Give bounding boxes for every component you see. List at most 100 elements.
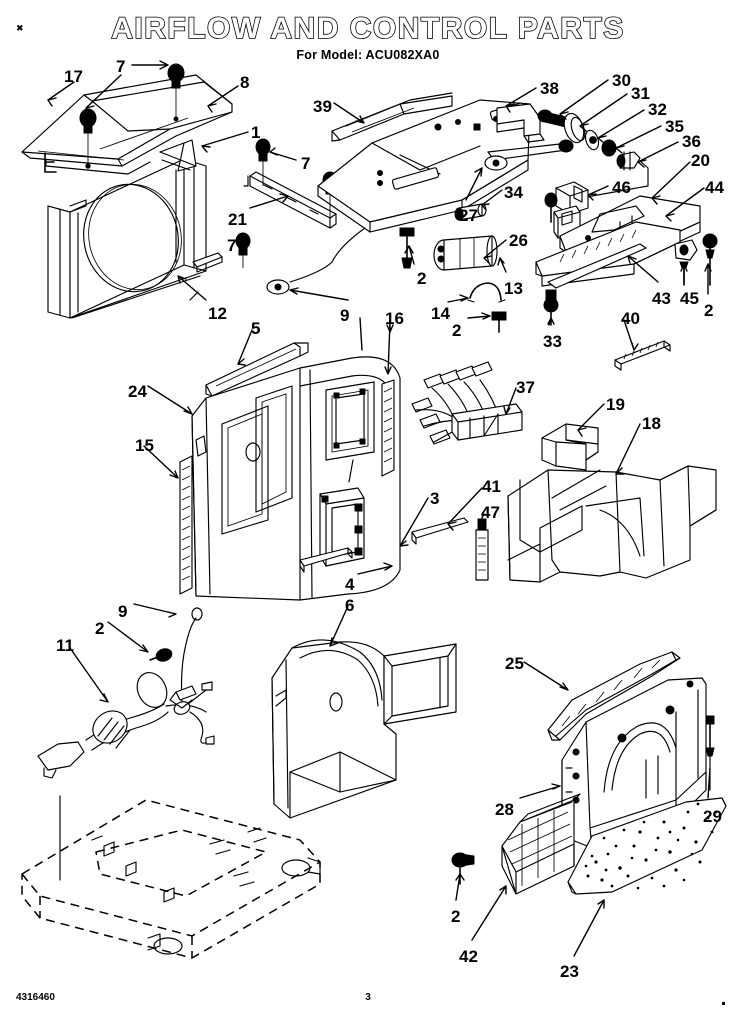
callout-number: 44 (705, 178, 724, 197)
part-bracket-3 (300, 548, 352, 572)
callout-number: 1 (251, 123, 261, 142)
part-blower-housing-6 (272, 640, 456, 818)
callout-number: 41 (482, 477, 501, 496)
part-screw-7-c (256, 139, 270, 186)
callout-number: 23 (560, 962, 579, 981)
part-bracket-1 (160, 140, 196, 171)
part-partition-panel-24 (192, 357, 400, 600)
callout-number: 14 (431, 304, 450, 323)
callout-number: 29 (703, 807, 722, 826)
part-strap-14 (468, 283, 505, 302)
part-screw-7-e (193, 233, 250, 272)
part-bracket-38 (497, 104, 544, 142)
callout-number: 16 (385, 309, 404, 328)
part-fan-shroud-12 (48, 159, 206, 318)
part-screw-29 (706, 716, 714, 790)
part-trim-rail-25 (548, 652, 680, 740)
part-wire-harness-37 (412, 362, 522, 444)
footer-part-number: 4316460 (16, 992, 55, 1003)
callout-number: 33 (543, 332, 562, 351)
callout-number: 12 (208, 304, 227, 323)
callout-number: 6 (345, 596, 355, 615)
callout-number: 46 (612, 178, 631, 197)
callout-number: 4 (345, 575, 355, 594)
callout-number: 26 (509, 231, 528, 250)
callout-number: 9 (118, 602, 128, 621)
callout-number: 15 (135, 436, 154, 455)
part-screw-7-a (80, 109, 96, 168)
leader-lines (48, 61, 711, 956)
part-power-cord-11 (38, 608, 214, 778)
part-bulkhead-28 (562, 678, 706, 848)
part-channel-39 (332, 93, 452, 141)
callout-number: 31 (631, 84, 650, 103)
base-pan-phantom (22, 796, 320, 958)
part-hinge-strip-16 (382, 380, 394, 476)
callout-number: 32 (648, 100, 667, 119)
part-bracket-19 (542, 424, 598, 470)
callout-number: 40 (621, 309, 640, 328)
callout-number: 30 (612, 71, 631, 90)
part-bushing-34 (455, 204, 486, 220)
part-assembly-30-36 (538, 110, 648, 204)
callout-number: 19 (606, 395, 625, 414)
callout-number: 8 (240, 73, 250, 92)
callout-number: 47 (481, 503, 500, 522)
page-title: AIRFLOW AND CONTROL PARTS (110, 12, 625, 45)
callout-number: 24 (128, 382, 147, 401)
callout-number: 39 (313, 97, 332, 116)
callout-number: 43 (652, 289, 671, 308)
callout-number: 7 (301, 154, 311, 173)
callout-number: 3 (430, 489, 440, 508)
callout-number: 11 (56, 636, 74, 655)
callout-number: 2 (451, 907, 461, 926)
callout-number: 28 (495, 800, 514, 819)
part-bracket-41 (412, 518, 468, 544)
callout-number: 35 (665, 117, 684, 136)
callout-number: 2 (704, 301, 714, 320)
part-screw-7-b (168, 64, 184, 121)
callout-number: 27 (459, 206, 478, 225)
callout-number: 18 (642, 414, 661, 433)
registration-dot-icon (722, 1002, 725, 1005)
callout-number: 42 (459, 947, 478, 966)
callout-number: 34 (504, 183, 523, 202)
part-strip-40 (615, 341, 670, 370)
callout-number: 7 (227, 236, 237, 255)
part-screw-2-c (703, 234, 717, 285)
diagram-header: AIRFLOW AND CONTROL PARTS For Model: ACU… (0, 0, 736, 62)
callout-number: 2 (452, 321, 462, 340)
callout-number: 5 (251, 319, 261, 338)
model-subtitle: For Model: ACU082XA0 (296, 48, 440, 62)
part-capacitor-26 (434, 236, 497, 270)
callout-number: 7 (116, 57, 126, 76)
callout-number: 17 (64, 67, 83, 86)
part-clip-47 (476, 519, 488, 580)
callout-number: 37 (516, 378, 535, 397)
callout-number: 13 (504, 279, 523, 298)
part-grommet-45 (675, 240, 697, 285)
part-hinge-strip-15 (180, 456, 192, 594)
part-ground-wire-9 (267, 228, 365, 294)
part-clip-17 (45, 153, 56, 172)
footer-page-number: 3 (365, 992, 371, 1003)
part-blower-scroll-18 (508, 466, 716, 582)
callout-number: 36 (682, 132, 701, 151)
page-footer: 4316460 3 (0, 992, 736, 1012)
callout-number: 45 (680, 289, 699, 308)
part-tab-24 (196, 436, 206, 456)
callout-number: 21 (228, 210, 247, 229)
part-rail-21 (244, 172, 336, 228)
callout-number: 25 (505, 654, 524, 673)
part-switch-46 (545, 182, 588, 222)
callout-number: 2 (417, 269, 427, 288)
callout-number: 9 (340, 306, 350, 325)
callout-number: 38 (540, 79, 559, 98)
part-air-deflector-8 (22, 75, 232, 174)
part-screw-2-a (400, 228, 414, 268)
registration-cross-icon: ✖ (16, 23, 24, 33)
callout-number: 2 (95, 619, 105, 638)
part-grille-42 (502, 794, 580, 894)
